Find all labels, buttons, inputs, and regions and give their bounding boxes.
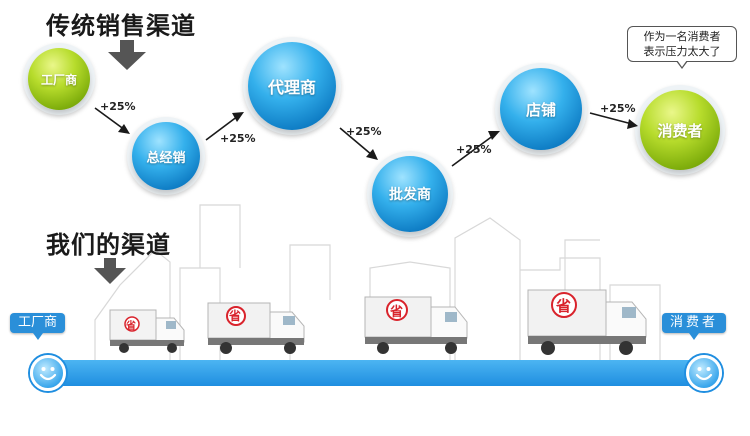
truck-sign-1: 省: [126, 321, 136, 332]
truck-small: [109, 309, 185, 353]
node-general-distributor-label: 总经销: [146, 150, 186, 166]
truck-medium-2: [364, 296, 468, 354]
node-consumer: 消费者: [635, 85, 725, 175]
city-skyline: [94, 204, 661, 360]
consumer-callout: 作为一名消费者 表示压力太大了: [627, 26, 737, 69]
node-consumer-label: 消费者: [657, 121, 703, 140]
node-factory: 工厂商: [23, 43, 95, 115]
node-general-distributor: 总经销: [127, 117, 205, 195]
start-label-factory: 工厂商: [10, 313, 66, 340]
arrow-head-2: [232, 112, 244, 122]
smiley-icon-start: [30, 355, 66, 391]
arrow-head-4: [488, 131, 500, 140]
node-wholesaler-label: 批发商: [389, 187, 431, 203]
our-channel-heading: 我们的渠道: [46, 231, 171, 259]
markup-label-5: +25%: [600, 102, 636, 115]
direct-channel-road: [38, 360, 710, 386]
node-agent-label: 代理商: [267, 78, 316, 97]
truck-sign-4: 省: [556, 297, 572, 315]
smiley-icon-end: [686, 355, 722, 391]
callout-line-1: 作为一名消费者: [643, 30, 721, 43]
down-arrow-icon-2: [94, 258, 126, 284]
arrow-head-1: [118, 124, 130, 134]
markup-label-2: +25%: [220, 132, 256, 145]
traditional-channel-heading: 传统销售渠道: [46, 12, 196, 40]
markup-label-1: +25%: [100, 100, 136, 113]
markup-label-4: +25%: [456, 143, 492, 156]
callout-line-2: 表示压力太大了: [643, 45, 721, 58]
node-wholesaler: 批发商: [367, 151, 453, 237]
arrow-head-5: [627, 119, 638, 129]
flow-arrows: [94, 107, 633, 167]
node-factory-label: 工厂商: [40, 72, 77, 87]
node-store-label: 店铺: [525, 100, 556, 119]
end-label-consumer: 消费者: [662, 313, 727, 340]
down-arrow-icon: [108, 40, 146, 70]
node-agent: 代理商: [243, 37, 341, 135]
truck-sign-2: 省: [229, 309, 242, 323]
truck-medium-1: [207, 302, 305, 354]
arrow-head-3: [366, 149, 378, 160]
markup-label-3: +25%: [346, 125, 382, 138]
node-store: 店铺: [495, 63, 587, 155]
truck-large: [527, 289, 647, 355]
truck-sign-3: 省: [390, 305, 404, 320]
